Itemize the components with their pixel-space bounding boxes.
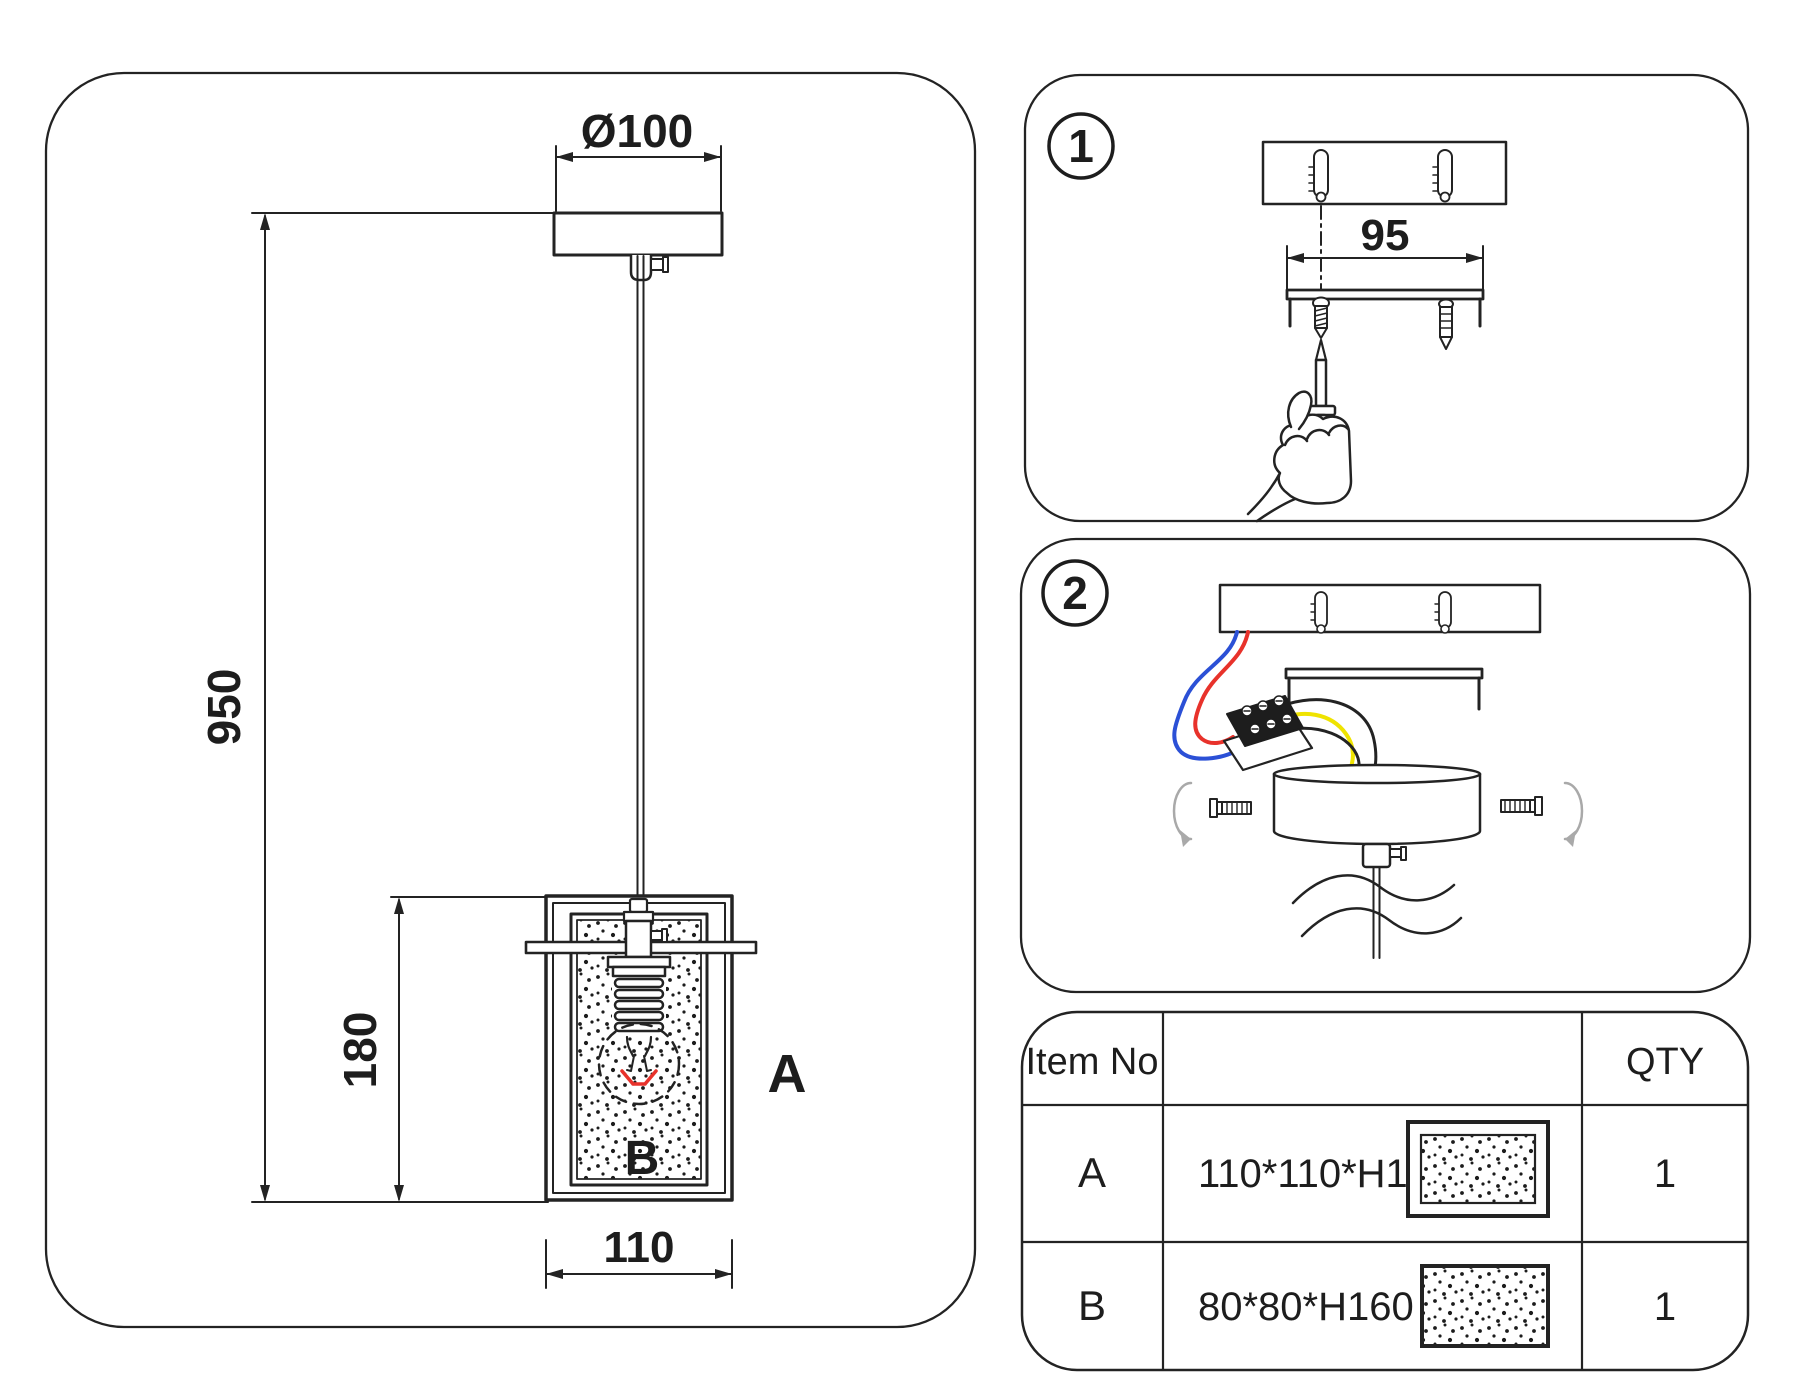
table-header-qty: QTY	[1626, 1041, 1704, 1083]
step1-number-badge	[1047, 112, 1115, 180]
dimension-diameter	[555, 145, 722, 212]
dimension-shade-height	[390, 896, 547, 1202]
rotation-arrow-icon	[1563, 781, 1584, 847]
frame-part-thumbnail	[1406, 1120, 1550, 1218]
overview-panel-border	[44, 71, 977, 1329]
wire-yellow	[1272, 711, 1355, 772]
lamp-holder-icon	[606, 955, 672, 1033]
row-b-qty: 1	[1654, 1285, 1676, 1329]
label-glass-b: B	[625, 1132, 660, 1185]
dimension-hole-spacing	[1286, 245, 1484, 293]
socket-icon	[622, 897, 668, 959]
hand-icon	[1246, 390, 1353, 523]
canopy-icon	[552, 211, 724, 282]
row-a-qty: 1	[1654, 1152, 1676, 1196]
dim-shade-width-label: 110	[604, 1223, 675, 1272]
step2-panel: 2	[1019, 537, 1752, 994]
glass-part-thumbnail	[1420, 1264, 1550, 1348]
ceiling-plate-icon	[1218, 583, 1542, 634]
rotation-arrow-icon	[1172, 781, 1193, 847]
dimension-cord-length	[251, 212, 555, 1203]
row-a-item: A	[1078, 1149, 1106, 1196]
step1-panel: 1 95	[1023, 73, 1750, 523]
step2-number: 2	[1062, 567, 1088, 619]
dim-shade-height-label: 180	[334, 1012, 386, 1089]
table-grid	[1022, 1012, 1748, 1370]
cord-grip-icon	[1361, 842, 1392, 869]
pendant-shade	[524, 894, 758, 1202]
table-row: B 80*80*H160 1	[1078, 1264, 1676, 1348]
screw-icon	[1209, 798, 1252, 818]
filament-icon	[620, 1069, 658, 1086]
wire-red	[1193, 630, 1250, 746]
row-b-item: B	[1078, 1282, 1106, 1329]
cord-grip-icon	[629, 253, 653, 282]
terminal-block-icon	[1222, 695, 1314, 772]
label-frame-a: A	[768, 1044, 807, 1104]
dim-cord-length-label: 950	[198, 669, 250, 746]
wall-anchor-icon	[1310, 591, 1452, 634]
parts-table: Item No QTY A 110*110*H180 1 B 80*80*H16…	[1020, 1010, 1750, 1372]
screw-icon	[1312, 296, 1330, 339]
canopy-cylinder-icon	[1272, 763, 1482, 959]
screw-icon	[1500, 796, 1543, 816]
dim-diameter-label: Ø100	[581, 105, 694, 157]
break-lines-icon	[1291, 874, 1463, 938]
table-header-item: Item No	[1025, 1041, 1158, 1083]
wire-blue	[1172, 630, 1240, 761]
table-row: A 110*110*H180 1	[1078, 1120, 1676, 1218]
step1-number: 1	[1068, 120, 1094, 172]
cord-icon	[636, 255, 645, 921]
mounting-bracket-icon	[1285, 288, 1485, 328]
wall-anchor-icon	[1308, 149, 1453, 203]
step2-number-badge	[1041, 559, 1109, 627]
dim-hole-spacing-label: 95	[1361, 211, 1410, 260]
parts-table-border	[1020, 1010, 1750, 1372]
ceiling-plate-icon	[1261, 140, 1508, 206]
bulb-icon	[597, 1022, 681, 1106]
screw-icon	[1438, 298, 1454, 350]
dimension-shade-width	[545, 1239, 733, 1289]
row-b-size: 80*80*H160	[1198, 1285, 1414, 1329]
overview-panel: Ø100 950 180	[44, 71, 977, 1329]
wire-black	[1265, 698, 1378, 774]
